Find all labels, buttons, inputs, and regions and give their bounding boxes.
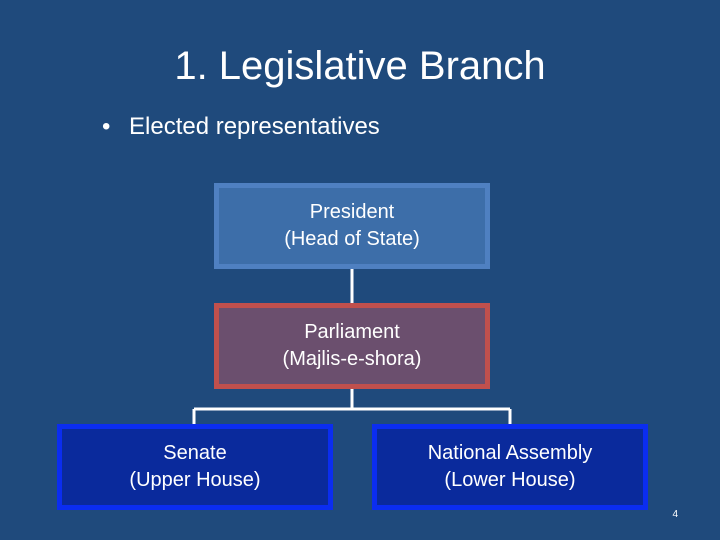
- senate-box: Senate (Upper House): [57, 424, 333, 510]
- national-assembly-sublabel: (Lower House): [444, 469, 576, 491]
- president-sublabel: (Head of State): [284, 228, 420, 250]
- slide-number: 4: [672, 509, 678, 520]
- president-label: President: [309, 201, 395, 223]
- parliament-box: Parliament (Majlis-e-shora): [214, 303, 490, 389]
- bullet-text: Elected representatives: [129, 113, 380, 140]
- parliament-sublabel: (Majlis-e-shora): [282, 348, 422, 370]
- president-box: President (Head of State): [214, 183, 490, 269]
- slide-title: 1. Legislative Branch: [174, 44, 546, 88]
- national-assembly-label: National Assembly: [427, 442, 593, 464]
- national-assembly-box: National Assembly (Lower House): [372, 424, 648, 510]
- senate-label: Senate: [163, 442, 227, 464]
- bullet-marker: •: [102, 113, 111, 140]
- senate-sublabel: (Upper House): [129, 469, 261, 491]
- parliament-label: Parliament: [304, 321, 400, 343]
